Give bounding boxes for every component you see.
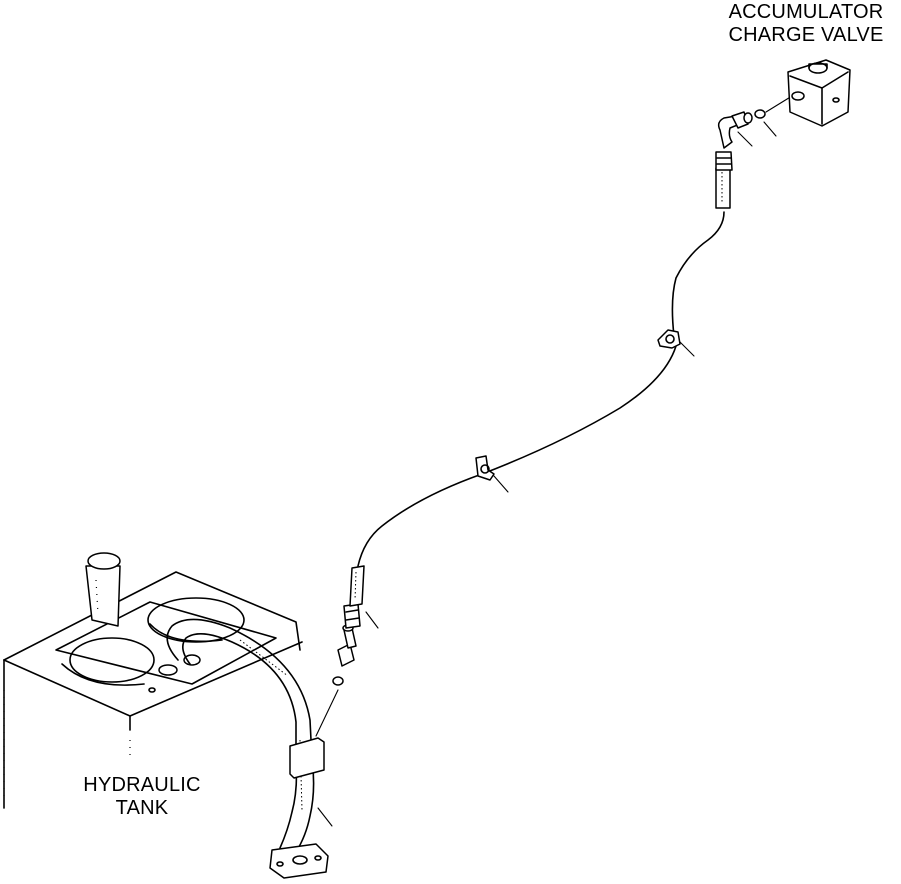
accumulator-label-line1: ACCUMULATOR: [728, 1, 884, 23]
hydraulic-tank-label: HYDRAULIC TANK: [62, 774, 222, 820]
suction-tube: [166, 618, 333, 879]
hose-clamp-upper: [657, 329, 695, 357]
tank-label-line1: HYDRAULIC: [83, 774, 201, 796]
hose-clamp-lower: [475, 455, 509, 493]
accumulator-charge-valve-label: ACCUMULATOR CHARGE VALVE: [712, 1, 900, 47]
upper-fittings: [715, 95, 793, 209]
lower-fittings: [315, 565, 379, 737]
accumulator-label-line2: CHARGE VALVE: [728, 24, 884, 46]
accumulator-charge-valve: [787, 59, 851, 127]
tank-label-line2: TANK: [115, 797, 169, 819]
charge-hose: [357, 211, 725, 567]
hydraulic-tank: [3, 552, 303, 809]
